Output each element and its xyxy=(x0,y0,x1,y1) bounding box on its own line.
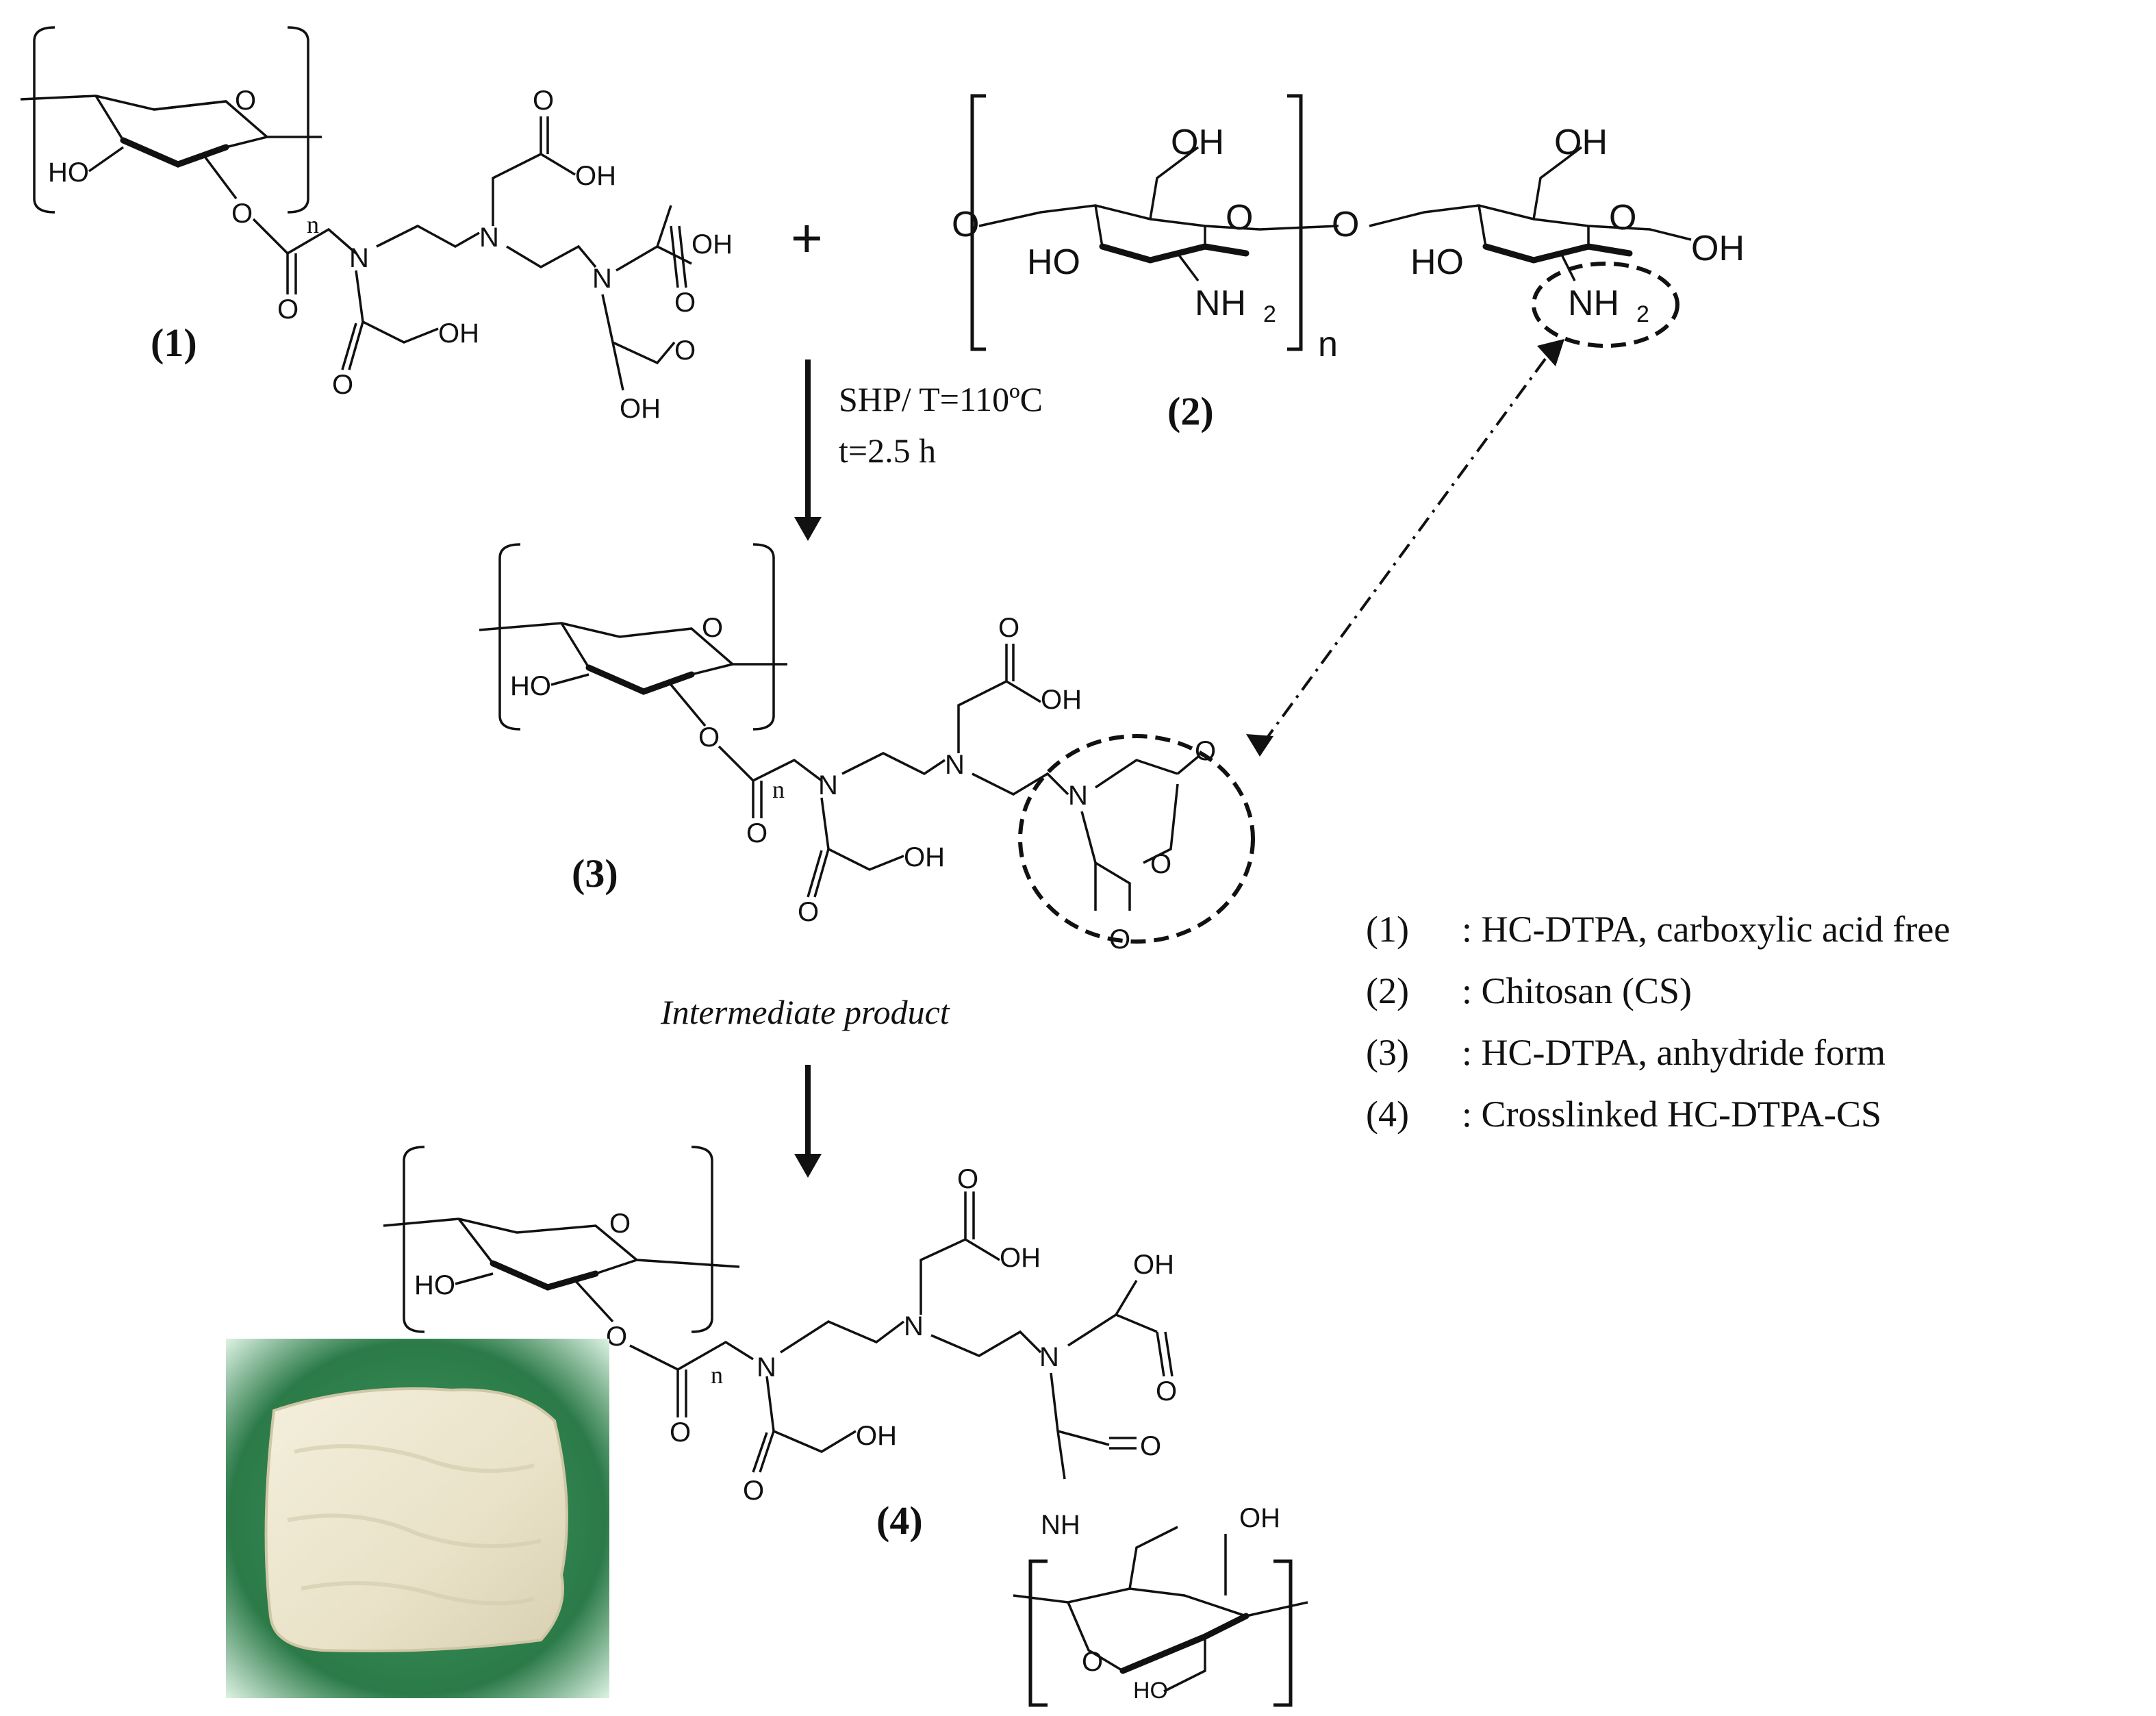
ring-oxygen: O xyxy=(1226,198,1253,238)
repeat-n: n xyxy=(772,776,785,803)
hydroxyl-label: OH xyxy=(1554,123,1608,162)
compound-1-structure: n O HO O O N N O OH N OH O O OH O OH xyxy=(20,26,733,424)
legend-num-4: (4) xyxy=(1366,1094,1409,1135)
compound-1-label: (1) xyxy=(151,320,197,365)
hydroxyl-label: HO xyxy=(48,157,89,188)
ester-oxygen: O xyxy=(698,722,720,753)
legend-text-1: : HC-DTPA, carboxylic acid free xyxy=(1462,909,1950,950)
carbonyl-oxygen: O xyxy=(670,1417,691,1448)
acid-hydroxyl: OH xyxy=(692,229,733,260)
amine-nitrogen: N xyxy=(1068,781,1088,811)
amine-nitrogen: N xyxy=(592,264,612,294)
legend: (1) : HC-DTPA, carboxylic acid free (2) … xyxy=(1366,909,1950,1135)
reaction-link-line xyxy=(1262,355,1549,744)
link-arrow-head-bottom xyxy=(1246,734,1273,757)
legend-text-3: : HC-DTPA, anhydride form xyxy=(1462,1032,1886,1073)
compound-3-label: (3) xyxy=(572,851,618,896)
legend-text-2: : Chitosan (CS) xyxy=(1462,970,1692,1011)
arrow-head-2 xyxy=(794,1154,822,1178)
acid-hydroxyl: OH xyxy=(1041,685,1082,715)
ring-oxygen: O xyxy=(1609,198,1636,238)
carbonyl-oxygen: O xyxy=(746,818,768,848)
sponge-texture xyxy=(287,1444,542,1606)
plus-sign: + xyxy=(791,207,823,268)
acid-oxygen: O xyxy=(743,1476,764,1506)
acid-oxygen: O xyxy=(674,288,696,318)
glycosidic-oxygen: O xyxy=(1332,205,1359,244)
amide-oxygen: O xyxy=(1140,1431,1161,1461)
link-arrow-head-top xyxy=(1537,339,1564,366)
acid-oxygen: O xyxy=(998,613,1019,643)
hydroxyl-label: OH xyxy=(1691,229,1745,268)
anhydride-oxygen: O xyxy=(1195,736,1216,766)
amine-highlight xyxy=(1532,262,1679,348)
amine-nitrogen: N xyxy=(904,1311,924,1341)
hydroxyl-label: HO xyxy=(1133,1678,1168,1704)
legend-text-4: : Crosslinked HC-DTPA-CS xyxy=(1462,1094,1881,1135)
ring-oxygen: O xyxy=(1082,1647,1103,1677)
acid-oxygen: O xyxy=(957,1164,978,1194)
hydroxyl-label: OH xyxy=(1171,123,1224,162)
acid-hydroxyl: OH xyxy=(438,318,479,349)
compound-2-label: (2) xyxy=(1167,389,1214,433)
acid-hydroxyl: OH xyxy=(904,842,945,872)
amine-nitrogen: N xyxy=(479,223,499,253)
acid-hydroxyl: OH xyxy=(856,1421,897,1451)
intermediate-caption: Intermediate product xyxy=(660,993,950,1031)
compound-4-label: (4) xyxy=(876,1498,923,1543)
acid-oxygen: O xyxy=(533,86,554,116)
legend-num-3: (3) xyxy=(1366,1032,1409,1073)
acid-oxygen: O xyxy=(1156,1376,1177,1406)
ring-oxygen: O xyxy=(702,613,723,643)
amine-nitrogen: N xyxy=(818,770,838,800)
compound-2-structure: n O OH O HO NH 2 O OH O HO OH NH 2 xyxy=(952,94,1745,364)
sponge-block xyxy=(264,1387,568,1652)
amine-label: NH xyxy=(1568,283,1619,323)
acid-hydroxyl: OH xyxy=(1000,1243,1041,1273)
amine-nitrogen: N xyxy=(349,243,369,273)
amine-subscript: 2 xyxy=(1263,301,1276,327)
hydroxyl-label: OH xyxy=(1239,1503,1280,1533)
amine-nitrogen: N xyxy=(945,750,965,780)
compound-4-structure: n O HO O O N N O OH N OH O O NH O OH xyxy=(383,1146,1308,1707)
amine-subscript: 2 xyxy=(1636,301,1649,327)
amine-nitrogen: N xyxy=(1039,1342,1059,1372)
amide-nh: NH xyxy=(1041,1510,1080,1540)
acid-oxygen: O xyxy=(332,370,353,400)
hydroxyl-label: HO xyxy=(1410,242,1464,282)
sponge-photo xyxy=(226,1339,609,1698)
condition-time: t=2.5 h xyxy=(839,431,936,470)
glycosidic-oxygen: O xyxy=(952,205,979,244)
condition-temperature: SHP/ T=110ºC xyxy=(839,380,1043,418)
acid-hydroxyl: OH xyxy=(1133,1250,1174,1280)
legend-num-2: (2) xyxy=(1366,970,1409,1011)
hydroxyl-label: HO xyxy=(510,671,551,701)
anhydride-highlight xyxy=(1018,734,1255,944)
ring-oxygen: O xyxy=(609,1209,631,1239)
amine-label: NH xyxy=(1195,283,1246,323)
repeat-n: n xyxy=(711,1361,723,1389)
acid-oxygen: O xyxy=(674,336,696,366)
acid-hydroxyl: OH xyxy=(575,161,616,191)
ring-oxygen: O xyxy=(235,86,256,116)
legend-num-1: (1) xyxy=(1366,909,1409,950)
carbonyl-oxygen: O xyxy=(277,294,299,325)
repeat-n: n xyxy=(1318,325,1338,364)
anhydride-oxygen: O xyxy=(1150,849,1171,879)
hydroxyl-label: HO xyxy=(1027,242,1080,282)
acid-oxygen: O xyxy=(798,897,819,927)
repeat-n: n xyxy=(307,211,319,238)
hydroxyl-label: HO xyxy=(414,1270,455,1300)
arrow-head-1 xyxy=(794,517,822,541)
ester-oxygen: O xyxy=(231,199,253,229)
compound-3-structure: n O HO O O N N O OH N O O O O OH xyxy=(479,543,1255,955)
acid-hydroxyl: OH xyxy=(620,394,661,424)
ester-oxygen: O xyxy=(606,1322,627,1352)
